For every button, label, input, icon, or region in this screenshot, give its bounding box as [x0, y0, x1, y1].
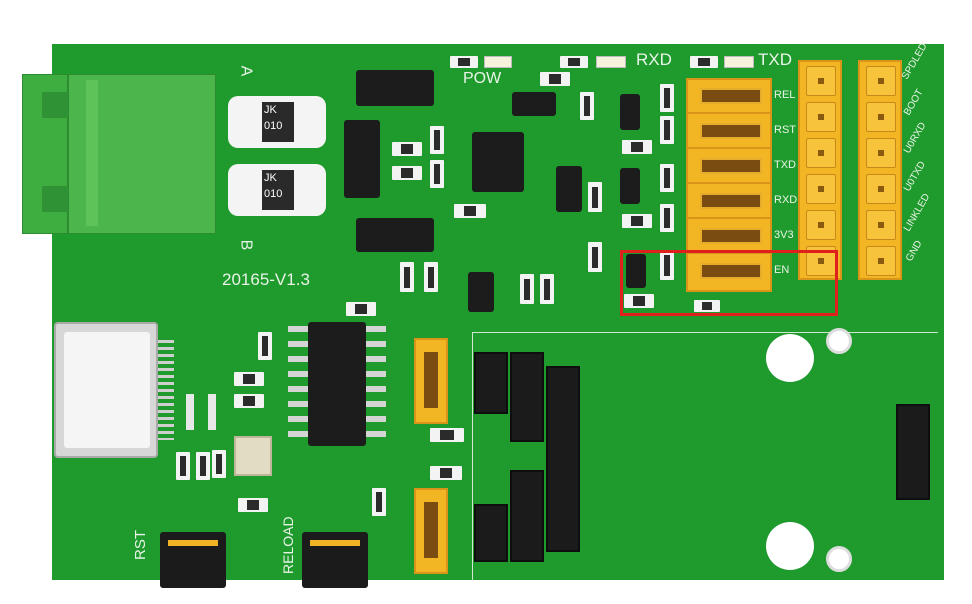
reload-button[interactable]	[302, 532, 368, 588]
fuse-1: JK 010	[228, 96, 326, 148]
led-rxd-resistor	[560, 56, 588, 68]
passive	[258, 332, 272, 360]
female-header	[474, 504, 508, 562]
fuse-1-label-line1: JK	[264, 104, 277, 116]
passive	[660, 164, 674, 192]
passive	[176, 452, 190, 480]
passive	[372, 488, 386, 516]
passive	[660, 116, 674, 144]
rst-button[interactable]	[160, 532, 226, 588]
terminal-label-b: B	[237, 239, 255, 251]
fuse-2-label-line2: 010	[264, 188, 283, 200]
passive	[540, 274, 554, 304]
led-label-rxd: RXD	[636, 50, 672, 69]
fuse-1-label-line2: 010	[264, 120, 283, 132]
mount-hole	[766, 522, 814, 570]
passive	[580, 92, 594, 120]
led-rxd	[596, 56, 626, 68]
regulator	[512, 92, 556, 116]
ic-soic8	[472, 132, 524, 192]
passive	[660, 204, 674, 232]
passive	[588, 182, 602, 212]
usb-serial-ic	[308, 322, 366, 446]
led-txd-resistor	[690, 56, 718, 68]
jumper-2pin-2	[414, 488, 448, 574]
female-header	[546, 366, 580, 552]
passive	[694, 300, 720, 312]
diode-3	[356, 218, 434, 252]
jumper-label-3v3: 3V3	[774, 229, 794, 241]
passive	[238, 498, 268, 512]
mount-hole-small	[826, 328, 852, 354]
jumper-label-rxd: RXD	[774, 194, 798, 206]
sot23-5	[468, 272, 494, 312]
passive	[520, 274, 534, 304]
led-txd	[724, 56, 754, 68]
section-divider	[472, 332, 938, 333]
usb-c-connector	[54, 322, 158, 458]
board-version-label: 20165-V1.3	[222, 270, 310, 289]
fuse-2: JK 010	[228, 164, 326, 216]
passive	[430, 466, 462, 480]
female-header	[510, 470, 544, 562]
diode-1	[356, 70, 434, 106]
female-header	[474, 352, 508, 414]
sot23-2	[620, 94, 640, 130]
mount-hole	[766, 334, 814, 382]
jumper-label-en: EN	[774, 264, 790, 276]
passive	[196, 452, 210, 480]
jumper-label-rst: RST	[774, 124, 796, 136]
crystal	[234, 436, 272, 476]
mount-hole-small	[826, 546, 852, 572]
usb-c-pins	[158, 340, 174, 440]
passive	[660, 250, 674, 280]
passive	[212, 450, 226, 478]
passive	[392, 142, 422, 156]
button-label-rst: RST	[132, 530, 149, 560]
passive	[234, 394, 264, 408]
female-header	[896, 404, 930, 500]
pin-header-2	[858, 60, 902, 280]
passive	[624, 294, 654, 308]
passive	[392, 166, 422, 180]
passive	[540, 72, 570, 86]
passive	[622, 140, 652, 154]
passive	[430, 160, 444, 188]
sot23-4	[626, 254, 646, 288]
fuse-2-label-line1: JK	[264, 172, 277, 184]
sot23-3	[620, 168, 640, 204]
ic-pins-right	[366, 326, 386, 444]
button-label-reload: RELOAD	[280, 516, 296, 574]
section-divider-vertical	[472, 332, 473, 580]
led-label-txd: TXD	[758, 50, 792, 69]
passive	[430, 126, 444, 154]
esd-array	[186, 394, 216, 430]
jumper-label-txd: TXD	[774, 159, 796, 171]
passive	[660, 84, 674, 112]
passive	[346, 302, 376, 316]
jumper-label-rel: REL	[774, 89, 796, 101]
female-header	[510, 352, 544, 442]
passive	[430, 428, 464, 442]
led-label-pow: POW	[463, 70, 502, 87]
ic-pins-left	[288, 326, 308, 444]
highlight-box	[620, 250, 838, 316]
passive	[234, 372, 264, 386]
screw-terminal	[22, 74, 216, 234]
passive	[454, 204, 486, 218]
terminal-label-a: A	[237, 65, 255, 77]
passive	[424, 262, 438, 292]
led-pow-resistor	[450, 56, 478, 68]
diode-2	[344, 120, 380, 198]
passive	[400, 262, 414, 292]
passive	[622, 214, 652, 228]
passive	[588, 242, 602, 272]
led-pow	[484, 56, 512, 68]
sot23-1	[556, 166, 582, 212]
pin-header-1	[798, 60, 842, 280]
jumper-2pin-1	[414, 338, 448, 424]
jumper-block	[686, 78, 772, 292]
